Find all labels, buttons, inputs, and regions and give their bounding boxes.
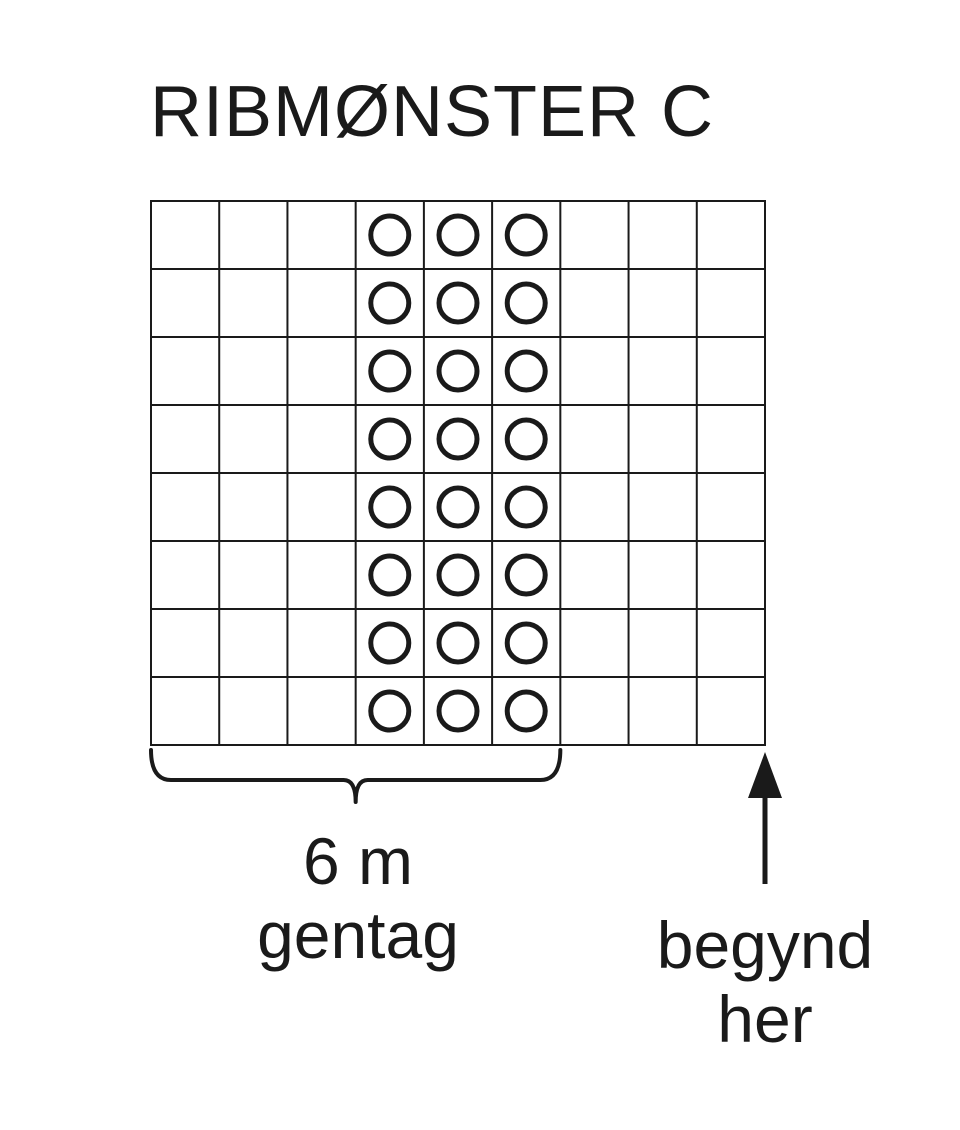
circle-purl-icon (368, 349, 412, 393)
circle-purl-icon (436, 349, 480, 393)
circle-purl-icon (368, 417, 412, 461)
up-arrow-icon (748, 752, 782, 884)
circle-purl-icon (436, 553, 480, 597)
repeat-count-label: 6 m (302, 824, 414, 898)
repeat-brace-icon (149, 748, 563, 804)
circle-purl-icon (436, 213, 480, 257)
circle-purl-icon (436, 689, 480, 733)
circle-purl-icon (368, 689, 412, 733)
circle-purl-icon (436, 485, 480, 529)
chart-grid (150, 200, 766, 746)
circle-purl-icon (368, 553, 412, 597)
chart-symbols (368, 213, 548, 733)
circle-purl-icon (504, 553, 548, 597)
circle-purl-icon (504, 689, 548, 733)
start-here-label-line2: her (717, 982, 813, 1056)
circle-purl-icon (504, 621, 548, 665)
circle-purl-icon (368, 621, 412, 665)
repeat-word-label: gentag (257, 898, 459, 972)
circle-purl-icon (504, 349, 548, 393)
arrow-head (748, 752, 782, 798)
circle-purl-icon (504, 485, 548, 529)
circle-purl-icon (368, 485, 412, 529)
circle-purl-icon (436, 281, 480, 325)
circle-purl-icon (436, 621, 480, 665)
circle-purl-icon (368, 213, 412, 257)
circle-purl-icon (504, 281, 548, 325)
circle-purl-icon (436, 417, 480, 461)
circle-purl-icon (504, 213, 548, 257)
circle-purl-icon (368, 281, 412, 325)
circle-purl-icon (504, 417, 548, 461)
start-here-label-line1: begynd (656, 908, 874, 982)
chart-title: RIBMØNSTER C (150, 72, 715, 152)
